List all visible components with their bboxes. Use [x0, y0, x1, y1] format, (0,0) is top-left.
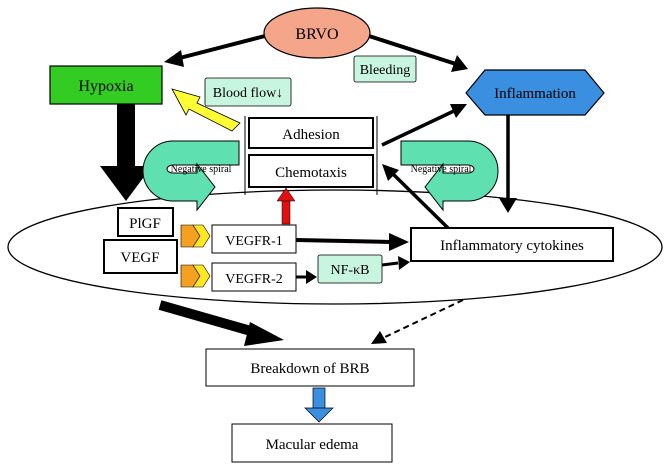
brvo-node [263, 7, 371, 59]
adhesion-label: Adhesion [282, 127, 340, 143]
arrowhead-inflammation-to-cytokines [499, 198, 517, 213]
blood-flow-label: Blood flow↓ [213, 86, 283, 101]
arrowhead-to-breakdown-dashed [371, 331, 387, 344]
adhesion-box [248, 117, 374, 149]
chemotaxis-label: Chemotaxis [275, 165, 347, 181]
nfkb-label: NF-κB [331, 263, 370, 278]
negative-spiral-right-label: Negative spiral [411, 164, 472, 175]
hypoxia-label: Hypoxia [78, 78, 133, 95]
arrow-nfkb-to-cytokines [381, 261, 399, 267]
inflammation-node [465, 69, 605, 116]
vegf-box [103, 239, 178, 274]
arrowhead-vegfr2-to-nfkb [306, 270, 317, 284]
chemotaxis-box [248, 154, 374, 188]
arrow-brvo-to-inflammation [368, 34, 460, 67]
arrowhead-brvo-to-hypoxia [164, 50, 184, 67]
arrow-to-breakdown-dashed [384, 299, 464, 338]
red-arrow-head [276, 187, 296, 202]
breakdown-brb-box [205, 348, 415, 387]
blood-flow-node [204, 77, 292, 107]
breakdown-brb-label: Breakdown of BRB [250, 361, 369, 377]
arrowhead-vegfr1-to-cytokines [389, 233, 409, 251]
vegf-label: VEGF [120, 250, 159, 266]
blue-arrow-shaft [312, 387, 326, 410]
arrow-adhesion-to-inflammation [381, 108, 457, 147]
plgf-box [117, 207, 174, 237]
arrow-hypoxia-head [100, 166, 152, 201]
yellow-arrow-to-hypoxia [171, 88, 241, 132]
cell-ellipse [7, 189, 663, 305]
arrowhead-to-breakdown-thick [244, 322, 284, 346]
inflammatory-cytokines-box [410, 227, 614, 262]
vegfr1-label: VEGFR-1 [225, 234, 283, 249]
negative-spiral-right [400, 140, 499, 212]
blue-arrow-head [304, 407, 334, 423]
negative-spiral-left-label: Negative spiral [171, 164, 232, 175]
vegfr1-chevron-yellow [192, 224, 211, 248]
hypoxia-node [49, 65, 163, 105]
inflammatory-cytokines-label: Inflammatory cytokines [440, 238, 584, 254]
vegfr2-box [211, 262, 297, 292]
arrow-hypoxia-shaft [117, 104, 135, 167]
arrowhead-nfkb-to-cytokines [398, 256, 410, 270]
arrowhead-brvo-to-inflammation [451, 55, 468, 72]
vegfr1-box [211, 224, 297, 254]
plgf-label: PlGF [129, 216, 161, 232]
negative-spiral-left [142, 140, 240, 212]
nfkb-node [317, 254, 383, 284]
macular-edema-label: Macular edema [266, 437, 359, 453]
bleeding-label: Bleeding [360, 63, 411, 78]
vegfr2-label: VEGFR-2 [225, 272, 283, 287]
arrow-cytokines-to-chemotaxis [390, 171, 450, 230]
arrowhead-cytokines-to-chemotaxis [382, 164, 399, 181]
macular-edema-box [231, 423, 393, 463]
red-arrow-shaft [281, 199, 291, 225]
inflammation-label: Inflammation [494, 86, 576, 102]
arrowhead-adhesion-to-inflammation [450, 104, 467, 118]
brvo-label: BRVO [295, 26, 338, 43]
arrow-brvo-to-hypoxia [171, 34, 266, 62]
arrow-vegfr1-to-cytokines [295, 238, 393, 244]
bleeding-node [353, 55, 417, 83]
arrow-to-breakdown-thick [158, 300, 260, 338]
vegfr2-chevron-yellow [192, 264, 211, 288]
